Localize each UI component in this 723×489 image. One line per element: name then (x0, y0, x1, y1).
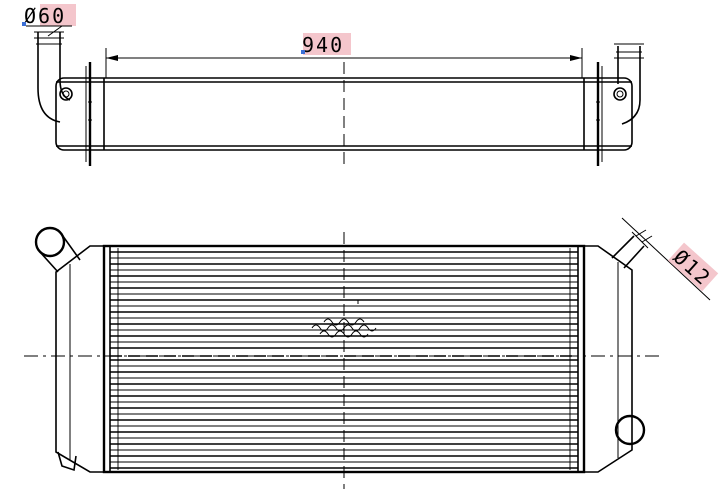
core-length-label: 940 (302, 33, 344, 57)
outlet-port (614, 414, 646, 446)
front-view: Ø12 (24, 217, 719, 489)
port-diameter-label: Ø12 (669, 245, 716, 291)
inlet-port (34, 226, 66, 258)
pipe-diameter-label: Ø60 (24, 4, 66, 28)
top-view: Ø60 940 (22, 4, 644, 166)
core-length-marker (301, 50, 305, 54)
pipe-diameter-marker (22, 22, 26, 26)
